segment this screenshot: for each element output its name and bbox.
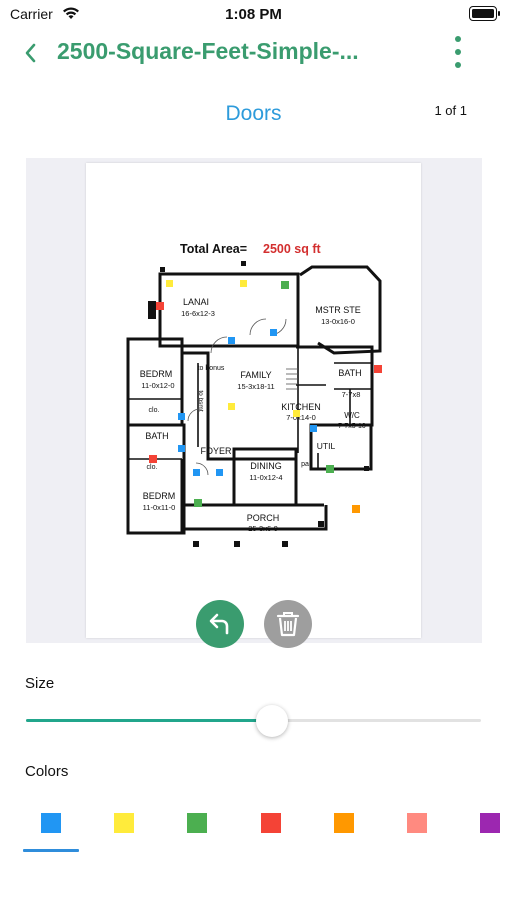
undo-arrow-icon (209, 613, 229, 635)
room-name: FOYER (200, 446, 232, 456)
size-slider[interactable] (26, 705, 481, 737)
document-title: 2500-Square-Feet-Simple-... (57, 38, 359, 64)
room-dims: 13-0x16-0 (321, 317, 355, 326)
note-bsmt: to bsmt (197, 390, 204, 412)
room-name: FAMILY (240, 370, 271, 380)
room-dims: 25-3x6-0 (248, 524, 278, 533)
note-bonus: to bonus (198, 365, 225, 372)
area-value: 2500 sq ft (263, 242, 322, 256)
room-dims: 16-6x12-3 (181, 309, 215, 318)
slider-fill (26, 719, 272, 722)
selected-color-indicator (23, 849, 79, 852)
colors-label: Colors (25, 763, 69, 780)
floorplan-drawing: Total Area= 2500 sq ft (126, 242, 382, 547)
color-palette (0, 800, 507, 855)
room-dims: 11-0x12-0 (141, 381, 174, 390)
battery-icon (469, 6, 500, 21)
chevron-left-icon[interactable] (20, 40, 42, 66)
room-dims: 11-0x11-0 (143, 503, 176, 512)
room-dims: 7-0x14-0 (286, 413, 316, 422)
nav-bar: 2500-Square-Feet-Simple-... (0, 28, 507, 78)
color-swatch[interactable] (114, 813, 134, 833)
undo-button[interactable] (196, 600, 244, 648)
room-name: BEDRM (140, 369, 173, 379)
room-dims: 7-7x5-10 (338, 423, 366, 430)
color-swatch[interactable] (334, 813, 354, 833)
room-name: DINING (250, 461, 282, 471)
status-bar: Carrier 1:08 PM (0, 0, 507, 28)
drawing-canvas[interactable]: Total Area= 2500 sq ft (26, 158, 482, 643)
color-swatch[interactable] (407, 813, 427, 833)
section-title: Doors (225, 102, 282, 125)
trash-icon (276, 612, 300, 637)
room-name: MSTR STE (315, 305, 361, 315)
room-name: BATH (338, 368, 361, 378)
color-swatch[interactable] (41, 813, 61, 833)
wifi-icon (61, 5, 81, 26)
slider-thumb[interactable] (255, 705, 288, 737)
color-swatch[interactable] (261, 813, 281, 833)
room-dims: 15-3x18-11 (237, 382, 274, 391)
room-dims: 11-0x12-4 (249, 473, 282, 482)
note-closet: clo. (147, 464, 158, 471)
vertical-ellipsis-icon[interactable] (446, 32, 470, 72)
room-name: KITCHEN (281, 402, 321, 412)
note-pan: pan (301, 461, 313, 468)
floorplan-page[interactable]: Total Area= 2500 sq ft (86, 163, 421, 638)
room-dims: 7-7x8 (342, 390, 361, 399)
area-heading: Total Area= (180, 242, 247, 256)
clock: 1:08 PM (225, 6, 282, 23)
color-swatch[interactable] (480, 813, 500, 833)
page-indicator: 1 of 1 (434, 103, 467, 118)
room-name: BEDRM (143, 491, 176, 501)
color-swatch[interactable] (187, 813, 207, 833)
note-closet: clo. (149, 407, 160, 414)
room-name: W/C (344, 411, 360, 420)
delete-button[interactable] (264, 600, 312, 648)
room-name: LANAI (183, 297, 209, 307)
carrier-label: Carrier (10, 6, 53, 22)
room-name: BATH (145, 431, 168, 441)
size-label: Size (25, 675, 55, 692)
room-name: PORCH (247, 513, 280, 523)
room-name: UTIL (317, 441, 336, 451)
